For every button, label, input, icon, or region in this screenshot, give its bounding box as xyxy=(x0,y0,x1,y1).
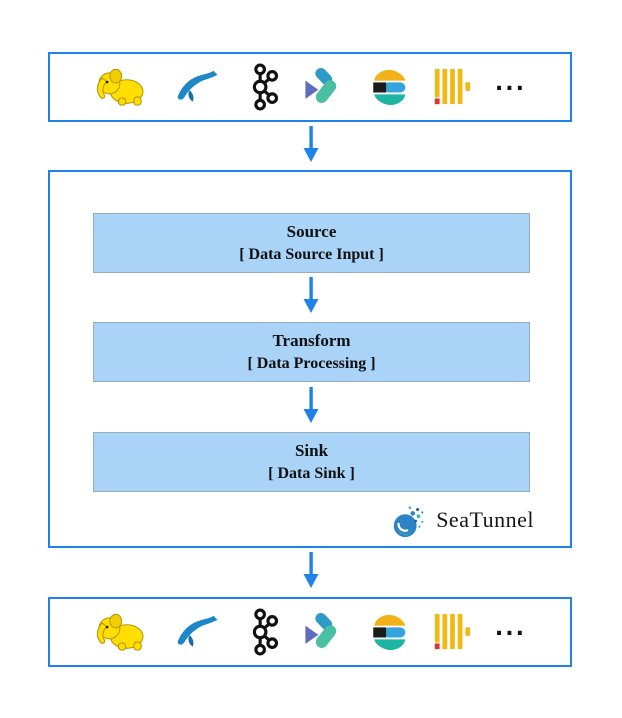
seatunnel-engine-box: Source [ Data Source Input ] Transform [… xyxy=(48,170,572,548)
doris-icon xyxy=(299,65,343,109)
clickhouse-icon xyxy=(430,66,474,108)
doris-icon xyxy=(299,610,343,654)
kafka-icon xyxy=(245,606,279,658)
mysql-icon xyxy=(172,66,224,108)
stage-transform: Transform [ Data Processing ] xyxy=(93,322,530,382)
seatunnel-brand: SeaTunnel xyxy=(390,500,534,540)
stage-sink-title: Sink xyxy=(294,441,329,460)
arrow-down-icon xyxy=(303,387,319,423)
seatunnel-logo-icon xyxy=(390,501,428,539)
kafka-icon xyxy=(245,61,279,113)
stage-source: Source [ Data Source Input ] xyxy=(93,213,530,273)
more-connectors-ellipsis: ... xyxy=(494,616,526,641)
elasticsearch-icon xyxy=(364,610,410,654)
mysql-icon xyxy=(172,611,224,653)
clickhouse-icon xyxy=(430,611,474,653)
hadoop-icon xyxy=(94,64,152,110)
stage-sink: Sink [ Data Sink ] xyxy=(93,432,530,492)
sink-connectors-box: ... xyxy=(48,597,572,667)
arrow-down-icon xyxy=(303,126,319,162)
seatunnel-brand-text: SeaTunnel xyxy=(436,507,534,532)
stage-source-subtitle: [ Data Source Input ] xyxy=(239,246,384,263)
source-connectors-box: ... xyxy=(48,52,572,122)
stage-transform-title: Transform xyxy=(272,331,351,350)
more-connectors-ellipsis: ... xyxy=(494,71,526,96)
stage-source-title: Source xyxy=(286,222,337,241)
stage-transform-subtitle: [ Data Processing ] xyxy=(247,355,376,372)
hadoop-icon xyxy=(94,609,152,655)
arrow-down-icon xyxy=(303,277,319,313)
stage-sink-subtitle: [ Data Sink ] xyxy=(268,465,355,482)
elasticsearch-icon xyxy=(364,65,410,109)
arrow-down-icon xyxy=(303,552,319,588)
